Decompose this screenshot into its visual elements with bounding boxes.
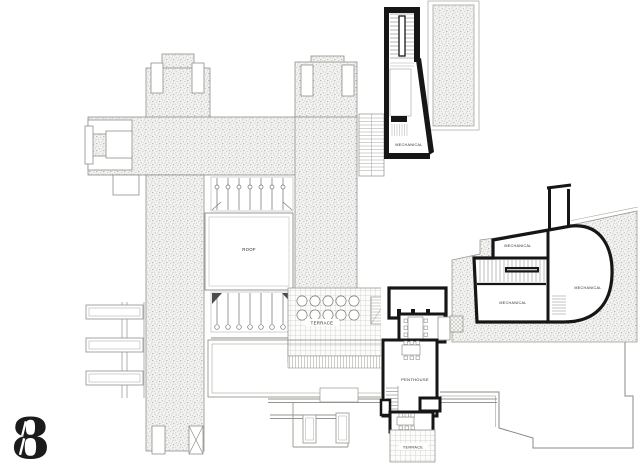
tower-ticks — [391, 124, 408, 136]
terrace-tables — [296, 295, 360, 321]
chairs — [398, 413, 415, 430]
tower-stair-rail — [398, 15, 406, 57]
main-building-details — [84, 62, 355, 455]
balcony-bar — [85, 304, 144, 320]
mechanical-tower-label: MECHANICAL — [395, 143, 422, 147]
table — [396, 416, 415, 426]
balcony-bar — [85, 370, 144, 386]
mechanical-north-label: MECHANICAL — [504, 244, 531, 248]
planter — [302, 414, 317, 444]
east-stair — [358, 113, 385, 177]
chimney-x-cross — [188, 425, 204, 455]
roof-court: ROOF — [204, 212, 294, 291]
patch-outline — [427, 0, 480, 131]
balcony-bar-inner — [88, 307, 141, 317]
roof-boundary-lower-right — [433, 342, 634, 449]
balcony-bar-inner — [88, 340, 141, 350]
trellis-bars — [216, 178, 284, 210]
west-end-edge — [84, 125, 94, 165]
penthouse-c-block — [418, 396, 442, 413]
terrace-stair-treads — [370, 297, 389, 325]
trellis-lower — [210, 291, 294, 356]
boundary-line-inner — [433, 395, 496, 427]
stair-tower: MECHANICAL — [384, 7, 434, 159]
table — [401, 344, 421, 356]
chimney — [150, 62, 164, 94]
balcony-bar — [85, 337, 144, 353]
terrace-upper-label: TERRACE — [311, 321, 334, 326]
stair-tower-roof-patch — [427, 0, 480, 131]
mech-inner-walls — [493, 230, 550, 322]
tower-walls — [384, 7, 434, 159]
stencil-slit — [21, 420, 27, 437]
balcony-bar-inner — [88, 373, 141, 383]
penthouse: PENTHOUSE TERRACE — [379, 286, 464, 463]
mech-roof-edge — [568, 206, 639, 222]
sheet-number: 8 — [11, 406, 50, 472]
corner-brace — [212, 293, 222, 304]
central-column — [145, 174, 205, 452]
stencil-slit — [18, 437, 26, 456]
court-outline — [204, 212, 294, 291]
table — [407, 316, 424, 341]
mechanical-west-label: MECHANICAL — [499, 301, 526, 305]
west-end-core — [105, 130, 133, 159]
trellis-bars — [216, 293, 284, 324]
mech-inner-stair — [552, 295, 566, 315]
stair-treads — [359, 114, 384, 176]
hatch-patch — [449, 315, 464, 333]
chairs — [403, 318, 428, 337]
planter-inner — [305, 417, 314, 441]
patch-stipple — [432, 4, 475, 127]
chimney — [151, 425, 166, 455]
penthouse-label: PENTHOUSE — [401, 377, 429, 382]
label-backing — [305, 319, 339, 326]
chairs — [403, 340, 420, 360]
mech-outline — [472, 224, 614, 324]
penthouse-left-stub — [379, 398, 392, 417]
mechanical-structure: MECHANICAL MECHANICAL MECHANICAL — [451, 183, 639, 343]
label-backing — [399, 443, 428, 450]
trellis-braces — [211, 201, 293, 211]
chimney — [341, 64, 355, 97]
tower-shaft — [389, 68, 412, 117]
tower-landing-lines — [390, 62, 414, 67]
band-south-tab — [112, 174, 140, 196]
roof-label: ROOF — [242, 247, 256, 252]
boundary-line — [433, 342, 634, 449]
east-column — [294, 116, 358, 291]
shaft-backdrop — [548, 186, 571, 236]
west-balcony — [85, 302, 145, 398]
terrace-lower-label: TERRACE — [403, 446, 423, 450]
tower-inner-wall — [391, 116, 407, 122]
trellis-lamps — [214, 184, 286, 190]
mechanical-east-label: MECHANICAL — [574, 286, 601, 290]
trellis-frame — [210, 176, 294, 212]
edge-line — [211, 337, 289, 356]
trellis-lamps — [214, 324, 286, 330]
planter-inner — [338, 415, 347, 441]
planter — [335, 412, 350, 444]
court-inner-line — [208, 216, 290, 287]
roof-step — [319, 387, 359, 403]
trellis-upper — [210, 176, 294, 212]
sheet-number-group: 8 — [11, 406, 50, 472]
chimney — [300, 64, 314, 97]
penthouse-annex — [437, 316, 451, 341]
terrace-step-band — [287, 355, 390, 369]
chimney — [191, 62, 205, 94]
terrace-upper: TERRACE — [287, 287, 390, 369]
